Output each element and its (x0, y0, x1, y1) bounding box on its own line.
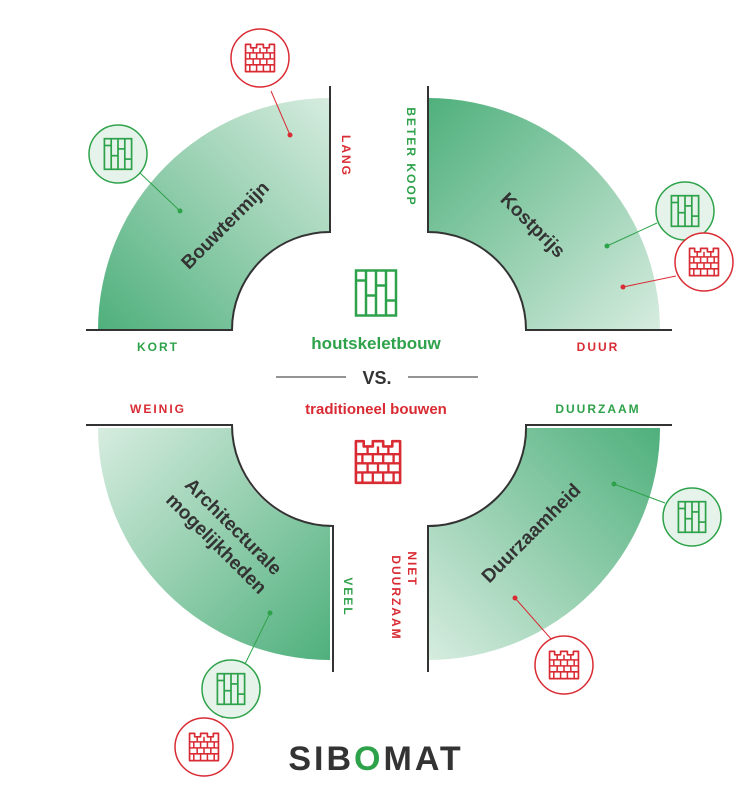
brick-wall-icon (674, 232, 734, 292)
axis-line-bottom-left (86, 424, 334, 672)
band-kostprijs (428, 98, 660, 330)
vs-label: VS. (362, 368, 391, 388)
brand-logo-sibomat: SIBOMAT (288, 740, 463, 778)
scale-label-veel: VEEL (341, 577, 355, 616)
scale-label-duur: DUUR (577, 340, 620, 354)
center-label-houtskeletbouw: houtskeletbouw (311, 334, 441, 353)
axis-line-bottom-right (427, 424, 672, 672)
scale-label-weinig: WEINIG (130, 402, 186, 416)
timber-frame-icon (88, 124, 148, 184)
scale-label-kort: KORT (137, 340, 179, 354)
scale-label-beter-koop: BETER KOOP (404, 107, 418, 206)
timber-frame-icon (662, 487, 722, 547)
scale-label-duurzaam-high: DUURZAAM (555, 402, 640, 416)
axis-line-top-left (86, 86, 331, 331)
band-duurzaamheid (428, 428, 660, 660)
brand-name-prefix: SIB (288, 740, 354, 778)
brick-wall-icon (534, 635, 594, 695)
band-bouwtermijn (98, 98, 330, 330)
timber-frame-icon (655, 181, 715, 241)
brand-name-suffix: MAT (384, 740, 464, 778)
quadrant-kostprijs: Kostprijs BETER KOOP DUUR (404, 86, 734, 354)
quadrant-bouwtermijn: Bouwtermijn KORT LANG (86, 28, 353, 354)
center-comparison: houtskeletbouw VS. traditioneel bouwen (276, 269, 478, 485)
scale-label-duurzaam-low: DUURZAAM (389, 555, 403, 640)
band-architecturale-mogelijkheden (98, 428, 330, 660)
brick-wall-icon (354, 439, 402, 485)
scale-label-lang: LANG (339, 135, 353, 177)
axis-line-top-right (427, 86, 672, 331)
brick-wall-icon (174, 717, 234, 777)
center-label-traditioneel-bouwen: traditioneel bouwen (305, 401, 447, 418)
timber-frame-icon (201, 659, 261, 719)
quadrant-duurzaamheid: Duurzaamheid NIET DUURZAAM DUURZAAM (389, 402, 722, 695)
quadrant-architecturale-mogelijkheden: Architecturale mogelijkheden WEINIG VEEL (86, 402, 355, 777)
timber-frame-icon (354, 269, 398, 317)
scale-label-niet: NIET (405, 551, 419, 586)
brick-wall-icon (230, 28, 290, 88)
brand-name-o: O (354, 740, 383, 778)
